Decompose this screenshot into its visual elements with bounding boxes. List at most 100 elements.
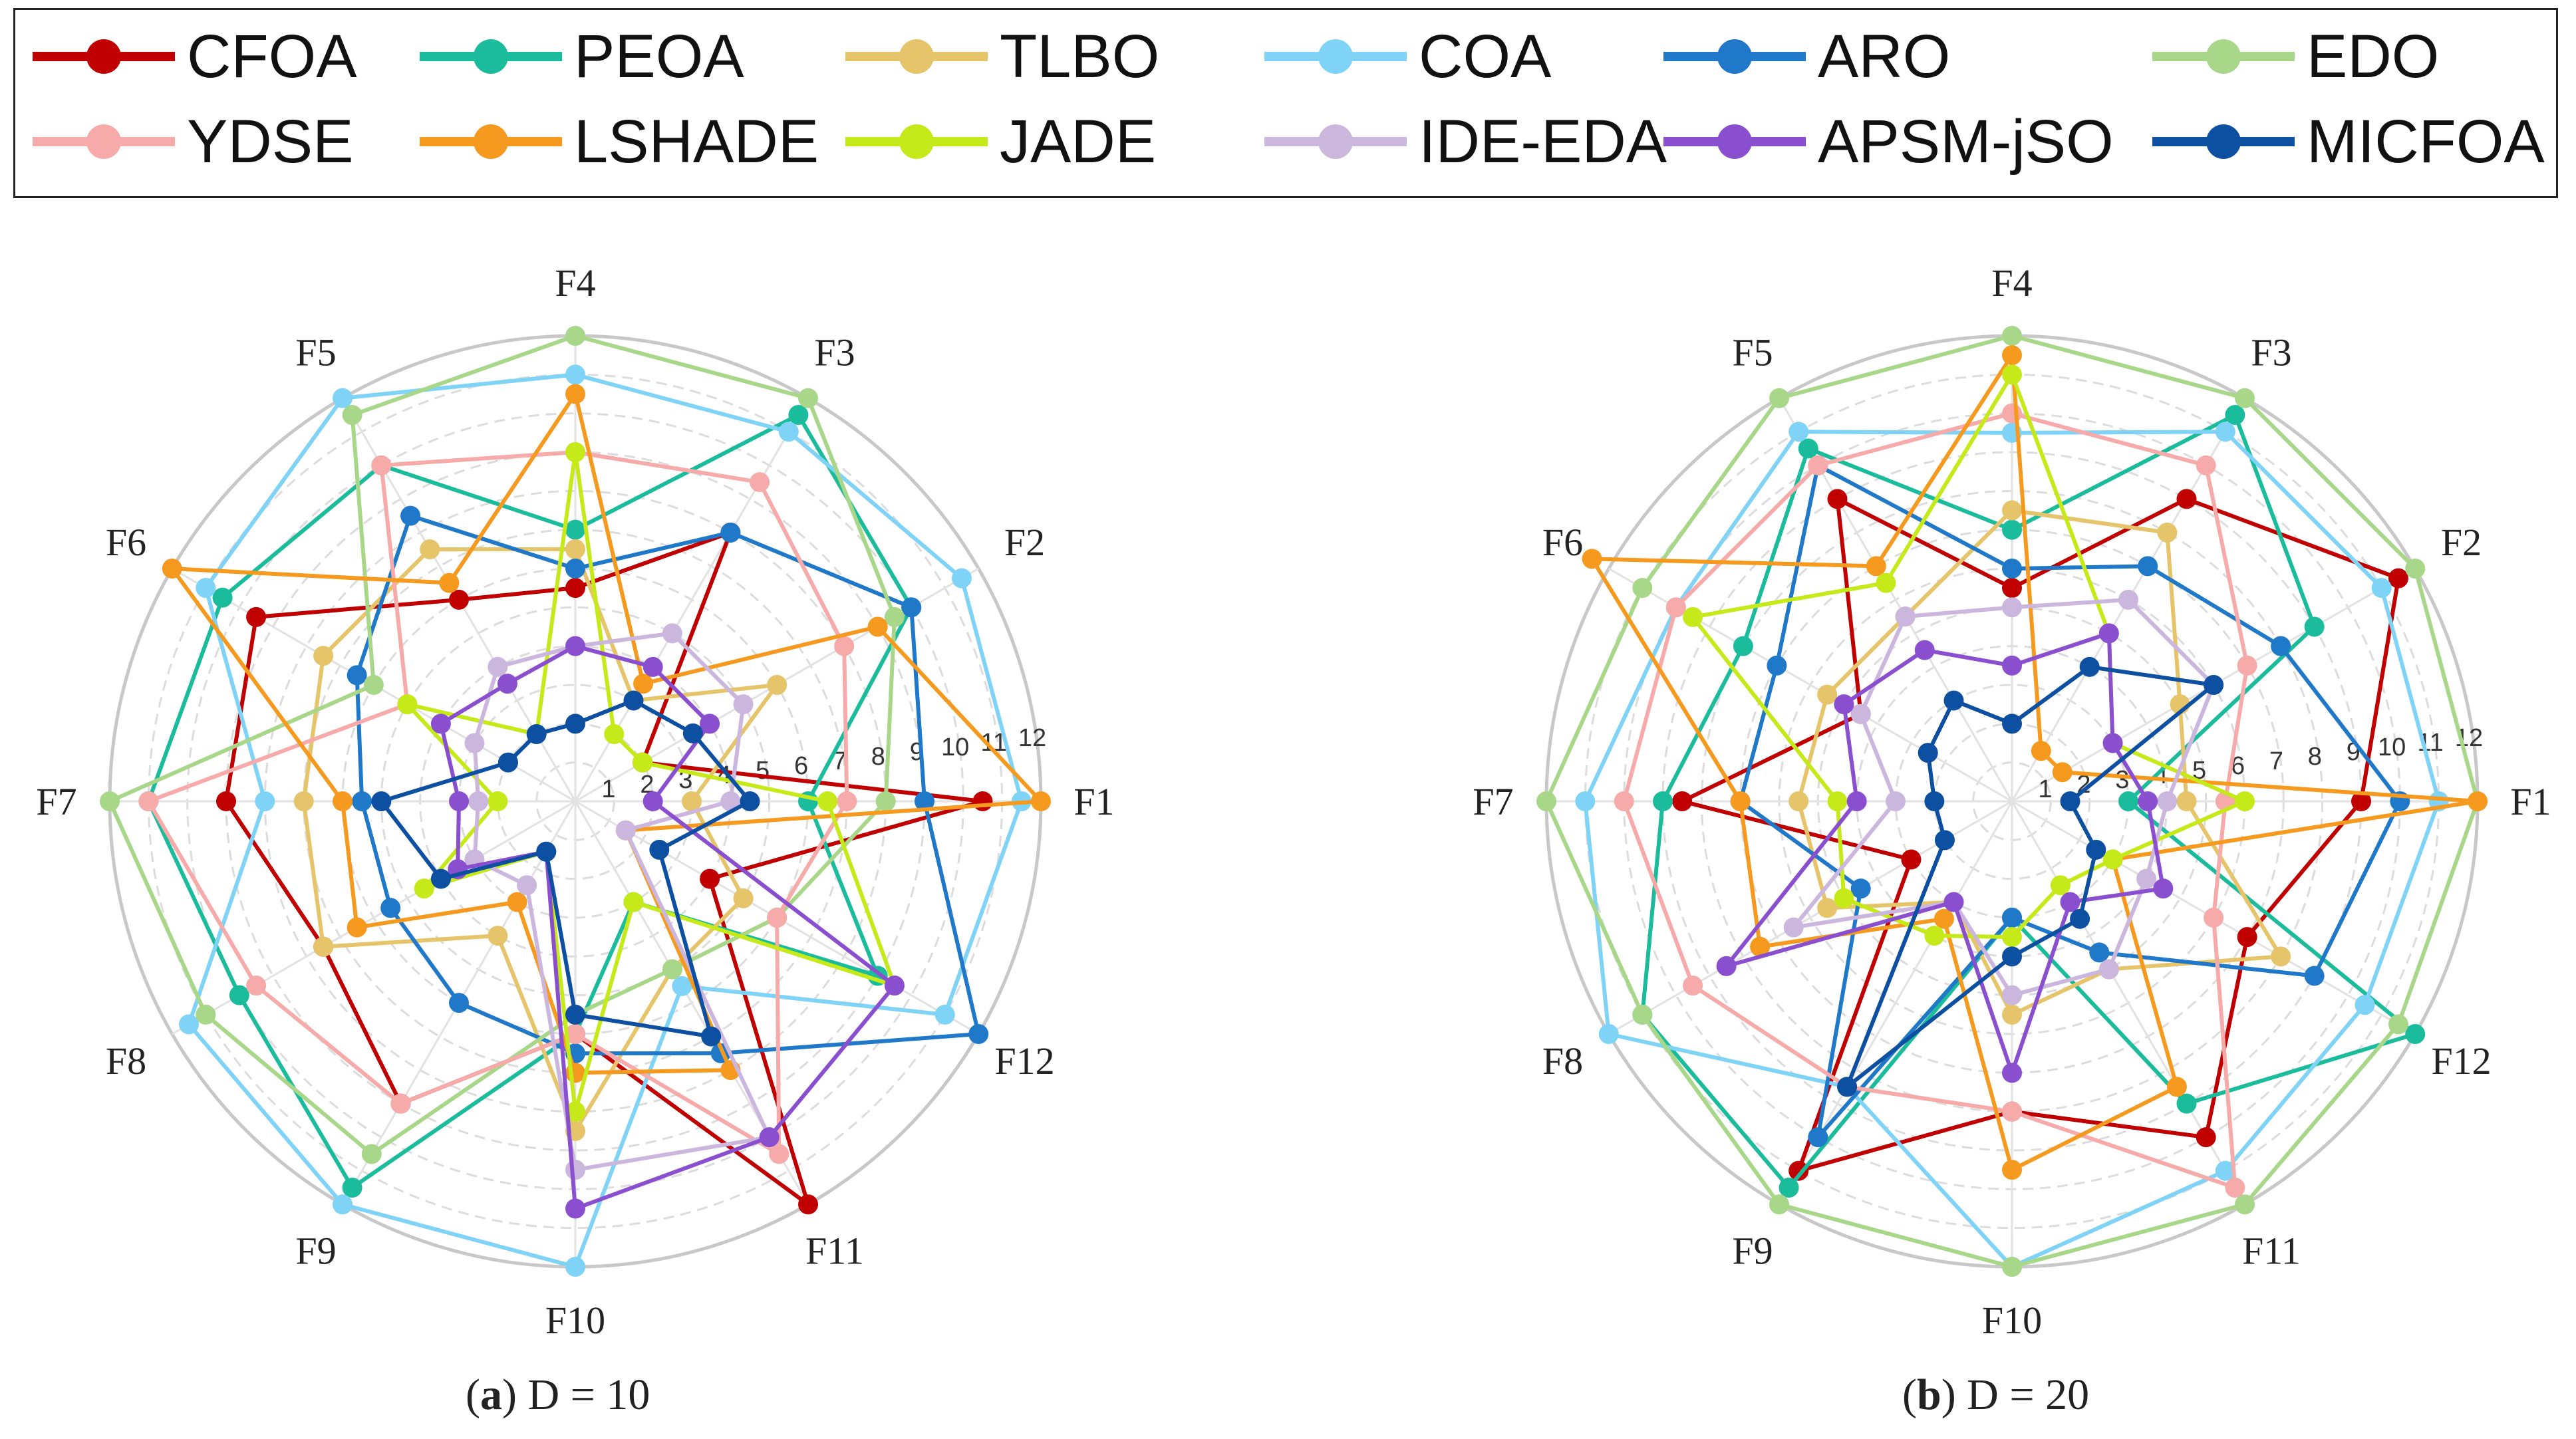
series-point-ydse — [565, 1024, 585, 1044]
series-point-apsm-jso — [700, 714, 720, 734]
series-point-jade — [565, 1101, 585, 1122]
legend-swatch — [845, 39, 988, 74]
series-point-cfoa — [972, 791, 993, 811]
series-point-ide-eda — [720, 791, 741, 811]
series-point-ide-eda — [1783, 917, 1804, 938]
series-point-edo — [798, 388, 818, 408]
series-point-coa — [565, 364, 585, 385]
series-point-coa — [196, 578, 216, 598]
series-point-aro — [968, 1024, 989, 1044]
series-point-edo — [2405, 559, 2426, 579]
series-point-peoa — [2002, 519, 2022, 540]
series-point-aro — [2138, 556, 2158, 577]
series-point-ydse — [138, 791, 159, 811]
series-point-peoa — [212, 587, 233, 608]
series-point-aro — [2304, 966, 2325, 986]
series-point-ide-eda — [662, 623, 682, 644]
series-point-ydse — [2204, 908, 2224, 928]
axis-label-f1: F1 — [2510, 780, 2551, 823]
series-point-cfoa — [2002, 578, 2022, 598]
series-point-cfoa — [1789, 1160, 1809, 1181]
series-point-peoa — [342, 1177, 362, 1198]
series-point-tlbo — [2176, 791, 2197, 811]
series-point-lshade — [1750, 936, 1771, 957]
series-point-edo — [363, 675, 384, 695]
series-point-edo — [2002, 326, 2022, 346]
axis-label-f4: F4 — [555, 261, 595, 305]
series-point-aro — [1767, 655, 1787, 676]
series-point-aro — [2002, 559, 2022, 579]
series-point-apsm-jso — [884, 976, 905, 996]
series-point-edo — [875, 791, 896, 811]
series-point-lshade — [2468, 791, 2488, 811]
series-point-lshade — [2002, 1160, 2022, 1180]
series-point-jade — [565, 442, 585, 462]
legend-label: YDSE — [187, 107, 354, 176]
series-point-tlbo — [1817, 684, 1838, 705]
series-point-jade — [2002, 927, 2022, 948]
legend-item-coa: COA — [1259, 17, 1551, 96]
series-point-cfoa — [700, 868, 720, 889]
series-point-coa — [1598, 1024, 1619, 1044]
series-point-ide-eda — [2157, 791, 2178, 811]
series-point-tlbo — [293, 791, 314, 811]
series-point-micfoa — [2079, 656, 2100, 677]
series-point-micfoa — [2204, 675, 2224, 695]
series-point-lshade — [2002, 345, 2022, 366]
series-point-cfoa — [2237, 927, 2257, 948]
series-point-coa — [2215, 422, 2235, 442]
series-point-lshade — [565, 384, 585, 404]
series-point-aro — [352, 791, 372, 811]
series-point-tlbo — [2002, 1004, 2022, 1025]
legend-label: TLBO — [1000, 22, 1160, 90]
r-tick-label: 7 — [833, 747, 847, 775]
series-point-jade — [633, 752, 653, 773]
legend-item-tlbo: TLBO — [840, 17, 1159, 96]
series-point-micfoa — [1934, 830, 1955, 850]
series-point-edo — [565, 326, 585, 346]
r-tick-label: 10 — [941, 733, 969, 761]
series-point-ydse — [246, 976, 267, 996]
series-point-micfoa — [2060, 791, 2080, 811]
legend-label: COA — [1419, 22, 1552, 90]
series-point-ydse — [390, 1093, 411, 1114]
series-point-apsm-jso — [759, 1127, 780, 1148]
series-point-ydse — [769, 1144, 789, 1164]
series-point-micfoa — [430, 868, 451, 889]
legend-item-apsm-jso: APSM-jSO — [1658, 102, 2114, 182]
legend-item-ydse: YDSE — [27, 102, 354, 182]
caption-a: (a) D = 10 — [466, 1371, 650, 1419]
series-point-lshade — [2166, 1077, 2187, 1097]
legend-label: JADE — [1000, 107, 1157, 176]
legend-swatch — [1663, 124, 1806, 159]
series-point-edo — [1536, 791, 1556, 811]
series-point-tlbo — [1789, 791, 1809, 811]
series-point-micfoa — [565, 1004, 585, 1025]
series-point-aro — [720, 522, 741, 543]
series-point-micfoa — [1918, 743, 1938, 763]
series-point-cfoa — [798, 1194, 818, 1215]
series-point-peoa — [2225, 405, 2245, 426]
series-point-cfoa — [1672, 791, 1693, 811]
series-point-micfoa — [526, 723, 547, 744]
series-point-lshade — [507, 892, 527, 912]
series-point-jade — [623, 892, 644, 912]
series-point-cfoa — [1827, 489, 1848, 509]
series-point-aro — [1808, 1127, 1828, 1148]
series-point-apsm-jso — [565, 636, 585, 656]
axis-label-f1: F1 — [1073, 780, 1114, 823]
axis-label-f8: F8 — [106, 1039, 146, 1083]
legend-item-aro: ARO — [1658, 17, 1950, 96]
series-point-cfoa — [565, 578, 585, 598]
caption-b: (b) D = 20 — [1902, 1371, 2090, 1419]
series-point-micfoa — [498, 752, 518, 773]
axis-label-f2: F2 — [2441, 521, 2482, 564]
series-point-lshade — [1933, 908, 1954, 929]
axis-label-f9: F9 — [1732, 1229, 1773, 1272]
axis-label-f6: F6 — [106, 521, 146, 564]
series-point-coa — [2355, 995, 2375, 1015]
r-tick-label: 6 — [2231, 752, 2245, 780]
series-point-lshade — [162, 559, 182, 579]
axis-label-f6: F6 — [1542, 521, 1583, 564]
